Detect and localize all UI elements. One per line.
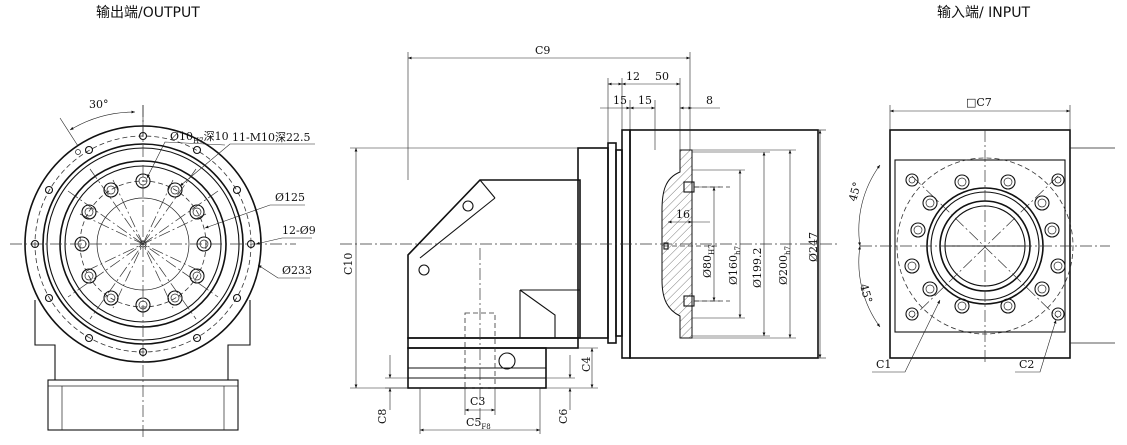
c5-label: C5F8 bbox=[466, 416, 491, 431]
c2-label: C2 bbox=[1019, 358, 1034, 371]
thread-holes bbox=[74, 173, 212, 313]
c3-label: C3 bbox=[470, 395, 485, 408]
c7-label: □C7 bbox=[966, 96, 992, 109]
angle-30-label: 30° bbox=[89, 98, 109, 111]
side-view: C9 12 50 15 15 8 16 C10 C4 bbox=[340, 44, 840, 434]
pin-hole-label: Ø10H7深10 bbox=[170, 130, 229, 145]
dim-15b-label: 15 bbox=[638, 94, 652, 107]
output-title: 输出端/OUTPUT bbox=[96, 5, 200, 21]
c4-label: C4 bbox=[580, 357, 593, 372]
input-holes bbox=[904, 173, 1066, 321]
c1-label: C1 bbox=[876, 358, 891, 371]
input-title: 输入端/ INPUT bbox=[937, 5, 1030, 21]
d80-label: Ø80H7 bbox=[701, 244, 716, 278]
d200-label: Ø200h7 bbox=[777, 246, 792, 285]
holes-label: 12-Ø9 bbox=[282, 224, 316, 237]
input-view: □C7 45° 45° C1 C2 bbox=[846, 96, 1115, 373]
dim-15a-label: 15 bbox=[613, 94, 627, 107]
c10-label: C10 bbox=[342, 253, 355, 275]
dim-50-label: 50 bbox=[655, 70, 669, 83]
angle-45-bottom-label: 45° bbox=[857, 282, 875, 304]
d247-label: Ø247 bbox=[807, 232, 820, 262]
dim-16-label: 16 bbox=[676, 208, 690, 221]
c8-label: C8 bbox=[376, 409, 389, 424]
output-view: 30° Ø10H7深10 11-M10深22.5 Ø125 12-Ø9 Ø233 bbox=[10, 98, 316, 440]
thread-label: 11-M10深22.5 bbox=[232, 131, 310, 144]
c9-label: C9 bbox=[535, 44, 550, 57]
outer-label: Ø233 bbox=[282, 264, 312, 277]
d160-label: Ø160h7 bbox=[727, 246, 742, 285]
pcd-label: Ø125 bbox=[275, 191, 305, 204]
dim-8-label: 8 bbox=[706, 94, 713, 107]
c6-label: C6 bbox=[557, 409, 570, 424]
d199-label: Ø199.2 bbox=[751, 247, 764, 288]
angle-45-top-label: 45° bbox=[846, 181, 864, 203]
dim-12-label: 12 bbox=[626, 70, 640, 83]
